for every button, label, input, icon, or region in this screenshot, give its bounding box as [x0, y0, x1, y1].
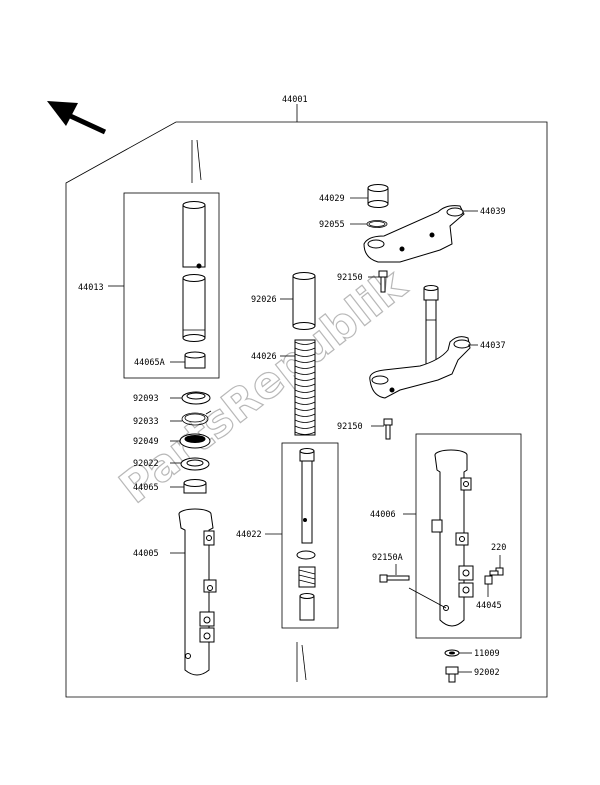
upper-bracket-44039 [363, 205, 465, 263]
bushing-44065 [183, 479, 207, 494]
bolt-220 [489, 567, 504, 576]
label-44001: 44001 [282, 95, 308, 105]
label-92022: 92022 [133, 459, 159, 469]
washer-92022 [180, 457, 210, 471]
label-220: 220 [491, 543, 506, 553]
assembly-outline [65, 121, 548, 698]
outer-tube-44006 [431, 449, 474, 627]
label-44006: 44006 [370, 510, 396, 520]
outer-tube-44005 [178, 508, 217, 676]
label-44029: 44029 [319, 194, 345, 204]
label-44039: 44039 [480, 207, 506, 217]
spring-44026 [294, 339, 316, 436]
label-92093: 92093 [133, 394, 159, 404]
break-line-bottom [296, 642, 307, 682]
spring-coil [294, 353, 316, 357]
oil-seal-92049 [179, 433, 211, 449]
spring-coil [294, 365, 316, 369]
label-92150-lower: 92150 [337, 422, 363, 432]
spring-coil [294, 407, 316, 411]
bolt-92150-upper [378, 270, 388, 293]
spring-coil [294, 347, 316, 351]
nut-44045 [484, 575, 493, 585]
spring-coil [294, 401, 316, 405]
spring-coil [294, 383, 316, 387]
label-44026: 44026 [251, 352, 277, 362]
washer-11009 [444, 649, 460, 657]
spring-coil [294, 395, 316, 399]
front-direction-arrow-icon [47, 101, 107, 135]
damper-rod-44022 [296, 448, 316, 621]
seal-92093 [181, 391, 211, 405]
label-92049: 92049 [133, 437, 159, 447]
break-line-top [191, 139, 202, 183]
inner-tube-box [123, 192, 220, 379]
label-44013: 44013 [78, 283, 104, 293]
spring-coil [294, 389, 316, 393]
spring-coil [294, 341, 316, 345]
label-44065A: 44065A [134, 358, 165, 368]
spring-coil [294, 413, 316, 417]
spring-coil [294, 431, 316, 435]
label-44065: 44065 [133, 483, 159, 493]
bushing-44065A [184, 351, 206, 369]
bolt-92150-lower [383, 418, 393, 440]
inner-tube-upper [182, 201, 206, 269]
spring-coil [294, 419, 316, 423]
cap-44029 [367, 184, 389, 208]
label-92033: 92033 [133, 417, 159, 427]
leader-92150A-to-tube [408, 587, 447, 609]
right-outer-tube-box [415, 433, 522, 639]
label-44022: 44022 [236, 530, 262, 540]
stem-lower-bracket-44037 [369, 285, 471, 399]
label-92002: 92002 [474, 668, 500, 678]
bolt-92150A [379, 574, 410, 583]
inner-tube-lower [182, 274, 206, 342]
label-92026: 92026 [251, 295, 277, 305]
drain-bolt-92002 [445, 666, 459, 683]
spring-coil [294, 359, 316, 363]
label-44005: 44005 [133, 549, 159, 559]
label-11009: 11009 [474, 649, 500, 659]
spacer-92026 [292, 272, 316, 330]
circlip-92033 [181, 410, 212, 426]
label-92150-upper: 92150 [337, 273, 363, 283]
o-ring-92055 [366, 220, 388, 228]
spring-coil [294, 377, 316, 381]
label-92150A: 92150A [372, 553, 403, 563]
spring-coil [294, 371, 316, 375]
label-92055: 92055 [319, 220, 345, 230]
damper-rod-box [281, 442, 339, 629]
label-44037: 44037 [480, 341, 506, 351]
spring-coil [294, 425, 316, 429]
label-44045: 44045 [476, 601, 502, 611]
